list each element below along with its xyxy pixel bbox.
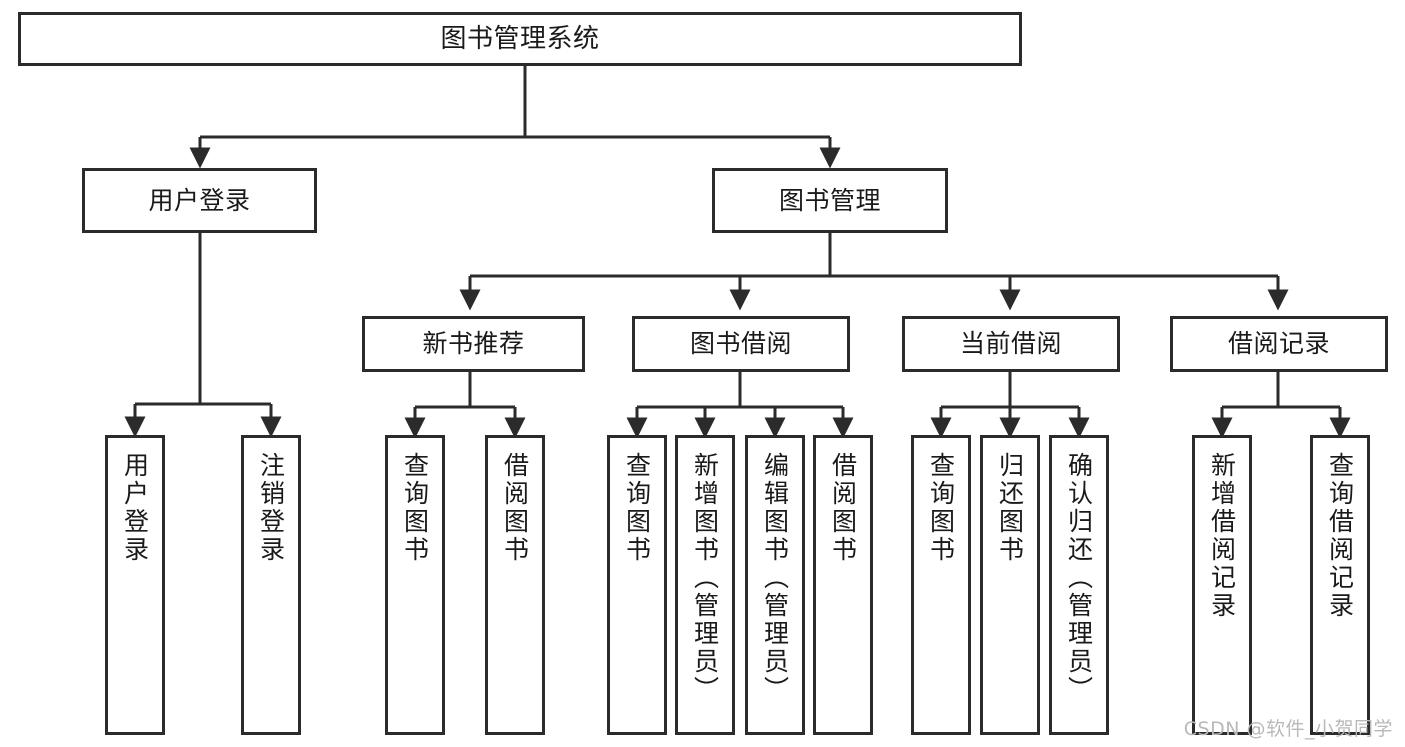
node-leaf-logout[interactable]: 注销登录: [241, 435, 301, 735]
node-leaf-confirm-return-admin-label: 确认归还（管理员）: [1064, 452, 1094, 704]
node-book-borrow-label: 图书借阅: [689, 329, 792, 359]
node-leaf-confirm-return-admin[interactable]: 确认归还（管理员）: [1049, 435, 1109, 735]
node-leaf-newbook-query-book-label: 查询图书: [400, 452, 430, 564]
node-user-login[interactable]: 用户登录: [82, 168, 317, 233]
node-leaf-user-login[interactable]: 用户登录: [105, 435, 165, 735]
node-leaf-return-book-label: 归还图书: [995, 452, 1025, 564]
node-book-borrow[interactable]: 图书借阅: [632, 316, 850, 372]
node-leaf-newbook-query-book[interactable]: 查询图书: [385, 435, 445, 735]
node-leaf-return-book[interactable]: 归还图书: [980, 435, 1040, 735]
node-leaf-borrow-book[interactable]: 借阅图书: [813, 435, 873, 735]
node-new-book-recommend[interactable]: 新书推荐: [362, 316, 585, 372]
node-root-label: 图书管理系统: [440, 23, 600, 54]
node-leaf-query-borrow-record-label: 查询借阅记录: [1325, 452, 1355, 620]
node-borrow-record-label: 借阅记录: [1227, 329, 1330, 359]
node-leaf-borrow-query-book[interactable]: 查询图书: [607, 435, 667, 735]
node-book-management[interactable]: 图书管理: [712, 168, 948, 233]
node-leaf-edit-book-admin[interactable]: 编辑图书（管理员）: [745, 435, 805, 735]
node-current-borrow[interactable]: 当前借阅: [902, 316, 1120, 372]
node-book-management-label: 图书管理: [778, 185, 881, 215]
node-leaf-query-borrow-record[interactable]: 查询借阅记录: [1310, 435, 1370, 735]
node-leaf-logout-label: 注销登录: [256, 452, 286, 564]
node-root[interactable]: 图书管理系统: [18, 12, 1022, 66]
node-current-borrow-label: 当前借阅: [959, 329, 1062, 359]
node-leaf-add-book-admin[interactable]: 新增图书（管理员）: [675, 435, 735, 735]
node-leaf-edit-book-admin-label: 编辑图书（管理员）: [760, 452, 790, 704]
node-leaf-current-query-book[interactable]: 查询图书: [911, 435, 971, 735]
node-leaf-current-query-book-label: 查询图书: [926, 452, 956, 564]
node-leaf-newbook-borrow-book-label: 借阅图书: [500, 452, 530, 564]
csdn-watermark: CSDN @软件_小贺同学: [1183, 718, 1393, 740]
node-leaf-add-borrow-record-label: 新增借阅记录: [1207, 452, 1237, 620]
node-leaf-borrow-query-book-label: 查询图书: [622, 452, 652, 564]
node-borrow-record[interactable]: 借阅记录: [1170, 316, 1388, 372]
node-new-book-recommend-label: 新书推荐: [422, 329, 525, 359]
node-leaf-borrow-book-label: 借阅图书: [828, 452, 858, 564]
node-leaf-user-login-label: 用户登录: [120, 452, 150, 564]
node-leaf-add-borrow-record[interactable]: 新增借阅记录: [1192, 435, 1252, 735]
node-user-login-label: 用户登录: [148, 185, 251, 215]
node-leaf-add-book-admin-label: 新增图书（管理员）: [690, 452, 720, 704]
node-leaf-newbook-borrow-book[interactable]: 借阅图书: [485, 435, 545, 735]
